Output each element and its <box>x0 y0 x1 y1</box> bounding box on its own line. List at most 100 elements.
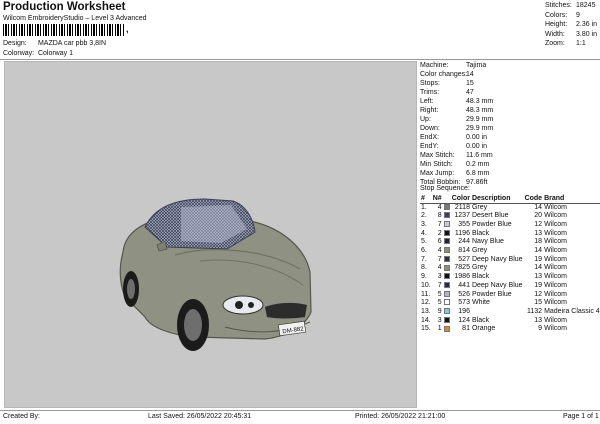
color-swatch <box>443 308 450 315</box>
color-description: Deep Navy Blue <box>471 255 523 263</box>
stat-label: Stitches: <box>545 2 572 9</box>
color-code: 526 <box>458 290 470 298</box>
needle-number: 6 <box>437 238 442 246</box>
info-row: Left:48.3 mm <box>420 97 598 106</box>
thread-brand: Wilcom <box>544 281 568 289</box>
color-code: 124 <box>458 316 470 324</box>
row-number: 13. <box>421 307 431 315</box>
swatch-cell <box>443 255 451 265</box>
design-label: Design: <box>3 40 27 47</box>
thread-code: 19 <box>534 281 543 289</box>
thread-code: 13 <box>534 273 543 281</box>
color-code: 1986 <box>454 273 470 281</box>
color-code: 244 <box>458 238 470 246</box>
color-description: Grey <box>471 203 488 211</box>
color-description: White <box>471 299 490 307</box>
table-header-row: # N# Color Description Code Brand <box>420 194 600 204</box>
swatch-cell <box>443 229 451 239</box>
info-row: Min Stitch:0.2 mm <box>420 160 598 169</box>
row-number: 15. <box>421 325 431 333</box>
swatch-cell <box>443 325 451 334</box>
thread-code: 20 <box>534 212 543 220</box>
thread-brand: Wilcom <box>544 203 568 211</box>
info-row: Down:29.9 mm <box>420 124 598 133</box>
thread-code: 9 <box>538 325 543 333</box>
info-row: Total Bobbin:97.86ft <box>420 178 598 187</box>
stat-row: Colors: 9 <box>545 11 597 21</box>
color-swatch <box>443 264 450 271</box>
col-header: Code <box>523 194 544 204</box>
color-description: Black <box>471 316 490 324</box>
colorway-label: Colorway: <box>3 50 35 57</box>
col-header <box>442 194 451 204</box>
color-description: Black <box>471 229 490 237</box>
color-description <box>471 308 524 317</box>
row-number: 9. <box>421 273 427 281</box>
thread-code: 12 <box>534 220 543 228</box>
info-value: 14 <box>466 71 474 78</box>
thread-brand: Wilcom <box>544 325 568 333</box>
stat-value: 3.80 in <box>576 30 598 38</box>
thread-brand: Wilcom <box>544 238 568 246</box>
stat-label: Zoom: <box>545 40 565 47</box>
design-preview[interactable]: DM-882 <box>4 61 417 408</box>
thread-code: 18 <box>534 238 543 246</box>
swatch-cell <box>443 316 451 326</box>
color-code: 814 <box>458 247 470 255</box>
footer-divider <box>0 410 600 411</box>
color-description: Deep Navy Blue <box>471 281 523 289</box>
info-row: Stops:15 <box>420 79 598 88</box>
thread-code: 14 <box>534 264 543 272</box>
row-number: 10. <box>421 281 431 289</box>
color-code: 2118 <box>454 203 470 211</box>
row-number: 14. <box>421 316 431 324</box>
info-label: Max Jump: <box>420 170 455 177</box>
row-number: 2. <box>421 212 427 220</box>
printed-date: Printed: 26/05/2022 21:21:00 <box>355 413 446 420</box>
swatch-cell <box>443 299 451 308</box>
row-number: 12. <box>421 299 431 307</box>
thread-code: 14 <box>534 247 543 255</box>
info-label: Max Stitch: <box>420 152 455 159</box>
swatch-cell <box>443 247 451 256</box>
stat-value: 9 <box>576 11 580 19</box>
car-embroidery-image: DM-882 <box>119 198 312 351</box>
info-value: 0.2 mm <box>466 161 490 168</box>
thread-brand: Wilcom <box>544 273 568 281</box>
thread-code: 15 <box>534 299 543 307</box>
needle-number: 4 <box>437 247 442 255</box>
swatch-cell <box>443 273 451 282</box>
color-description: Powder Blue <box>471 290 512 298</box>
swatch-cell <box>443 221 451 230</box>
info-value: 48.3 mm <box>466 107 494 114</box>
info-row: EndY:0.00 in <box>420 142 598 151</box>
stat-row: Width:3.80 in <box>545 30 597 40</box>
thread-brand: Wilcom <box>544 229 568 237</box>
info-label: Total Bobbin: <box>420 179 461 186</box>
stat-label: Colors: <box>545 11 568 19</box>
color-swatch <box>443 290 450 297</box>
color-code: 441 <box>458 281 470 289</box>
color-swatch <box>443 316 450 323</box>
thread-code: 19 <box>534 255 543 263</box>
col-header: Description <box>470 194 524 204</box>
col-header: Brand <box>543 194 600 204</box>
thread-code: 13 <box>534 229 543 237</box>
thread-brand: Madeira Classic 40 <box>544 307 600 315</box>
software-name: Wilcom EmbroideryStudio – Level 3 Advanc… <box>3 15 147 22</box>
needle-number: 8 <box>437 212 442 220</box>
color-swatch <box>443 299 450 306</box>
info-value: 6.8 mm <box>466 170 490 177</box>
needle-number: 7 <box>437 220 442 228</box>
